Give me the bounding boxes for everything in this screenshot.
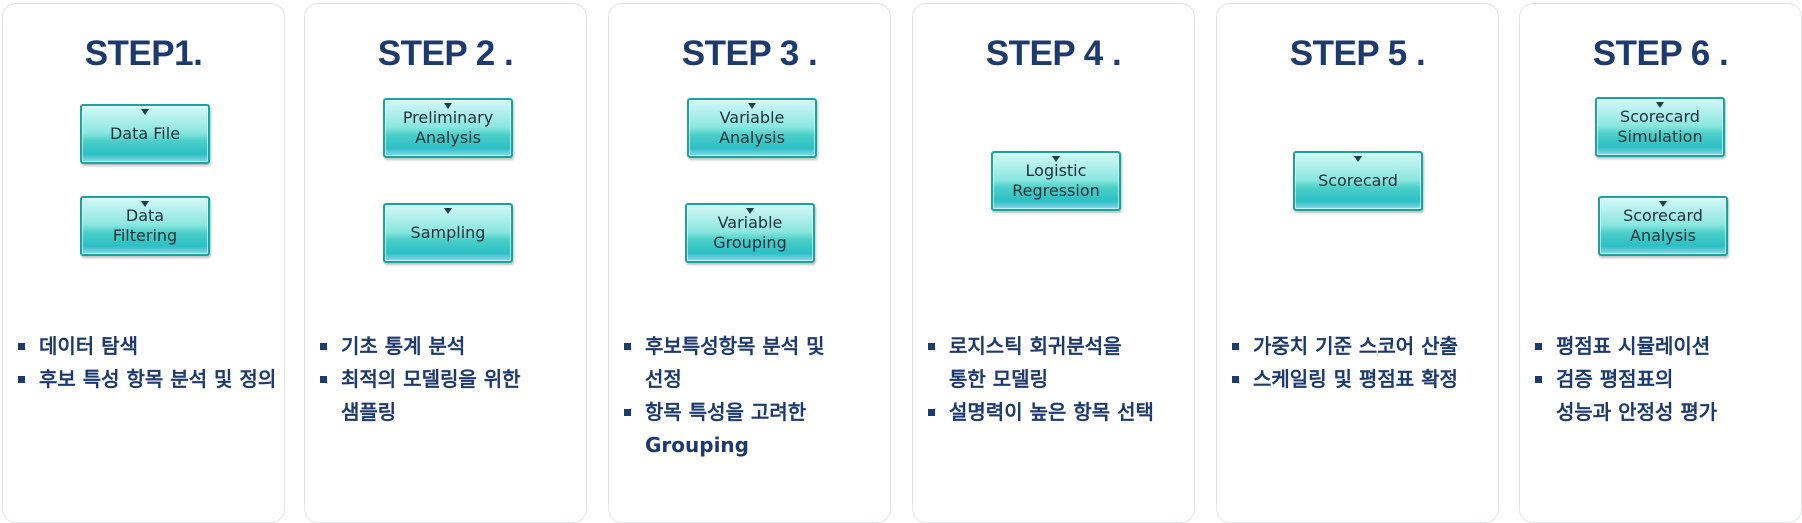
node-marker-icon <box>1659 201 1667 207</box>
node-sampling[interactable]: Sampling <box>383 203 513 263</box>
node-logistic-regression[interactable]: Logistic Regression <box>991 151 1121 211</box>
bullet-item: 후보 특성 항목 분석 및 정의 <box>13 363 282 396</box>
node-label: Scorecard Simulation <box>1617 107 1703 146</box>
node-marker-icon <box>1354 156 1362 162</box>
bullet-text: 후보특성항목 분석 및 선정 <box>645 334 825 391</box>
node-marker-icon <box>746 208 754 214</box>
bullet-item: 평점표 시뮬레이션 <box>1530 330 1799 363</box>
step-2-card: STEP 2 . Preliminary Analysis Sampling 기… <box>304 3 587 523</box>
step-5-card: STEP 5 . Scorecard 가중치 기준 스코어 산출 스케일링 및 … <box>1216 3 1499 523</box>
bullet-square-icon <box>624 409 631 416</box>
node-scorecard-simulation[interactable]: Scorecard Simulation <box>1595 97 1725 157</box>
node-scorecard-analysis[interactable]: Scorecard Analysis <box>1598 196 1728 256</box>
node-variable-grouping[interactable]: Variable Grouping <box>685 203 815 263</box>
bullet-square-icon <box>1535 343 1542 350</box>
node-label: Data File <box>109 124 181 143</box>
node-preliminary-analysis[interactable]: Preliminary Analysis <box>383 98 513 158</box>
bullet-item: 가중치 기준 스코어 산출 <box>1227 330 1496 363</box>
node-label: Variable Grouping <box>713 213 787 252</box>
bullet-item: 후보특성항목 분석 및 선정 <box>619 330 888 396</box>
node-label: Scorecard Analysis <box>1623 206 1703 245</box>
bullet-text: 스케일링 및 평점표 확정 <box>1253 367 1458 391</box>
process-steps: STEP1. Data File Data Filtering 데이터 탐색 후… <box>2 3 1802 523</box>
bullet-text: 가중치 기준 스코어 산출 <box>1253 334 1458 358</box>
bullet-text: 설명력이 높은 항목 선택 <box>949 400 1154 424</box>
bullet-text: 데이터 탐색 <box>39 334 138 358</box>
bullet-text: 평점표 시뮬레이션 <box>1556 334 1711 358</box>
bullet-text: 항목 특성을 고려한 Grouping <box>645 400 807 457</box>
bullet-item: 기초 통계 분석 <box>315 330 584 363</box>
bullet-square-icon <box>1232 376 1239 383</box>
bullet-text: 로지스틱 회귀분석을 통한 모델링 <box>949 334 1122 391</box>
node-marker-icon <box>748 103 756 109</box>
bullet-item: 검증 평점표의 성능과 안정성 평가 <box>1530 363 1799 429</box>
step-5-title: STEP 5 . <box>1289 34 1426 73</box>
bullet-text: 최적의 모델링을 위한 샘플링 <box>341 367 521 424</box>
node-marker-icon <box>444 103 452 109</box>
node-label: Sampling <box>410 223 486 242</box>
bullet-square-icon <box>1232 343 1239 350</box>
step-1-card: STEP1. Data File Data Filtering 데이터 탐색 후… <box>2 3 285 523</box>
bullet-item: 로지스틱 회귀분석을 통한 모델링 <box>923 330 1192 396</box>
node-marker-icon <box>1656 102 1664 108</box>
step-6-card: STEP 6 . Scorecard Simulation Scorecard … <box>1519 3 1802 523</box>
node-label: Logistic Regression <box>1012 161 1100 200</box>
node-marker-icon <box>141 109 149 115</box>
node-variable-analysis[interactable]: Variable Analysis <box>687 98 817 158</box>
node-label: Variable Analysis <box>719 108 785 147</box>
bullet-text: 후보 특성 항목 분석 및 정의 <box>39 367 277 391</box>
node-marker-icon <box>1052 156 1060 162</box>
bullet-square-icon <box>18 376 25 383</box>
node-data-filtering[interactable]: Data Filtering <box>80 196 210 256</box>
bullet-square-icon <box>1535 376 1542 383</box>
node-label: Preliminary Analysis <box>402 108 494 147</box>
bullet-text: 기초 통계 분석 <box>341 334 466 358</box>
bullet-square-icon <box>928 343 935 350</box>
step-3-title: STEP 3 . <box>681 34 818 73</box>
node-data-file[interactable]: Data File <box>80 104 210 164</box>
bullet-item: 스케일링 및 평점표 확정 <box>1227 363 1496 396</box>
step-4-title: STEP 4 . <box>985 34 1122 73</box>
bullet-square-icon <box>18 343 25 350</box>
step-3-card: STEP 3 . Variable Analysis Variable Grou… <box>608 3 891 523</box>
step-4-bullets: 로지스틱 회귀분석을 통한 모델링 설명력이 높은 항목 선택 <box>923 330 1192 429</box>
step-4-card: STEP 4 . Logistic Regression 로지스틱 회귀분석을 … <box>912 3 1195 523</box>
step-2-bullets: 기초 통계 분석 최적의 모델링을 위한 샘플링 <box>315 330 584 429</box>
node-scorecard[interactable]: Scorecard <box>1293 151 1423 211</box>
node-label: Scorecard <box>1318 171 1398 190</box>
node-marker-icon <box>444 208 452 214</box>
step-5-bullets: 가중치 기준 스코어 산출 스케일링 및 평점표 확정 <box>1227 330 1496 396</box>
bullet-item: 최적의 모델링을 위한 샘플링 <box>315 363 584 429</box>
step-6-title: STEP 6 . <box>1592 34 1729 73</box>
node-label: Data Filtering <box>112 206 178 245</box>
bullet-text: 검증 평점표의 성능과 안정성 평가 <box>1556 367 1718 424</box>
step-1-title: STEP1. <box>84 34 203 73</box>
bullet-item: 항목 특성을 고려한 Grouping <box>619 396 888 462</box>
step-2-title: STEP 2 . <box>377 34 514 73</box>
bullet-square-icon <box>928 409 935 416</box>
bullet-square-icon <box>320 376 327 383</box>
bullet-item: 설명력이 높은 항목 선택 <box>923 396 1192 429</box>
node-marker-icon <box>141 201 149 207</box>
bullet-item: 데이터 탐색 <box>13 330 282 363</box>
step-1-bullets: 데이터 탐색 후보 특성 항목 분석 및 정의 <box>13 330 282 396</box>
step-6-bullets: 평점표 시뮬레이션 검증 평점표의 성능과 안정성 평가 <box>1530 330 1799 429</box>
bullet-square-icon <box>624 343 631 350</box>
step-3-bullets: 후보특성항목 분석 및 선정 항목 특성을 고려한 Grouping <box>619 330 888 462</box>
bullet-square-icon <box>320 343 327 350</box>
